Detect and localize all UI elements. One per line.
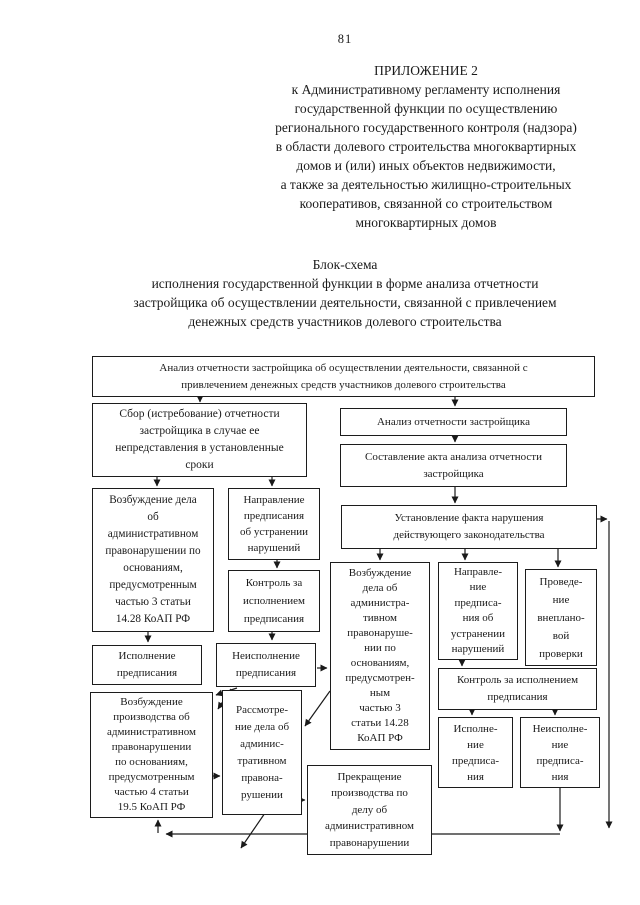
flow-box-control-left: Контроль за исполнением предписания xyxy=(228,570,320,632)
appendix-line: к Административному регламенту исполнени… xyxy=(291,82,561,97)
flow-box-inspection: Проведе- ние внеплано- вой проверки xyxy=(525,569,597,666)
schema-title-line: денежных средств участников долевого стр… xyxy=(188,314,502,329)
flow-box-case-14-28-left: Возбуждение дела об административном пра… xyxy=(92,488,214,632)
page-number: 81 xyxy=(337,32,353,46)
flow-box-violation-established: Установление факта нарушения действующег… xyxy=(341,505,597,549)
appendix-line: кооперативов, связанной со строительство… xyxy=(299,196,553,211)
flow-box-order-left: Направление предписания об устранении на… xyxy=(228,488,320,560)
appendix-line: домов и (или) иных объектов недвижимости… xyxy=(296,158,556,173)
appendix-line: в области долевого строительства многокв… xyxy=(275,139,577,154)
flow-box-proceedings-19-5: Возбуждение производства об администрати… xyxy=(90,692,213,818)
appendix-line: многоквартирных домов xyxy=(355,215,497,230)
flow-box-act: Составление акта анализа отчетности заст… xyxy=(340,444,567,487)
flow-box-order-mid: Направле- ние предписа- ния об устранени… xyxy=(438,562,518,660)
appendix-line: ПРИЛОЖЕНИЕ 2 xyxy=(374,63,478,78)
flow-box-analysis: Анализ отчетности застройщика xyxy=(340,408,567,436)
schema-title: Блок-схема исполнения государственной фу… xyxy=(45,255,640,331)
flow-box-collection: Сбор (истребование) отчетности застройщи… xyxy=(92,403,307,477)
appendix-heading: ПРИЛОЖЕНИЕ 2 к Административному регламе… xyxy=(250,61,602,232)
flow-box-executed-right: Исполне- ние предписа- ния xyxy=(438,717,513,788)
schema-title-line: исполнения государственной функции в фор… xyxy=(151,276,539,291)
flow-box-not-executed-left: Неисполнение предписания xyxy=(216,643,316,687)
appendix-line: государственной функции по осуществлению xyxy=(294,101,558,116)
flow-box-consideration: Рассмотре- ние дела об админис- тративно… xyxy=(222,690,302,815)
flow-box-termination: Прекращение производства по делу об адми… xyxy=(307,765,432,855)
appendix-line: а также за деятельностью жилищно-строите… xyxy=(280,177,572,192)
flow-box-control-right: Контроль за исполнением предписания xyxy=(438,668,597,710)
flow-box-executed-left: Исполнение предписания xyxy=(92,645,202,685)
flow-box-case-14-28-mid: Возбуждение дела об администра- тивном п… xyxy=(330,562,430,750)
schema-title-line: Блок-схема xyxy=(312,257,378,272)
schema-title-line: застройщика об осуществлении деятельност… xyxy=(133,295,557,310)
flow-box-not-executed-right: Неисполне- ние предписа- ния xyxy=(520,717,600,788)
flow-box-main-analysis: Анализ отчетности застройщика об осущест… xyxy=(92,356,595,397)
appendix-line: регионального государственного контроля … xyxy=(275,120,577,135)
